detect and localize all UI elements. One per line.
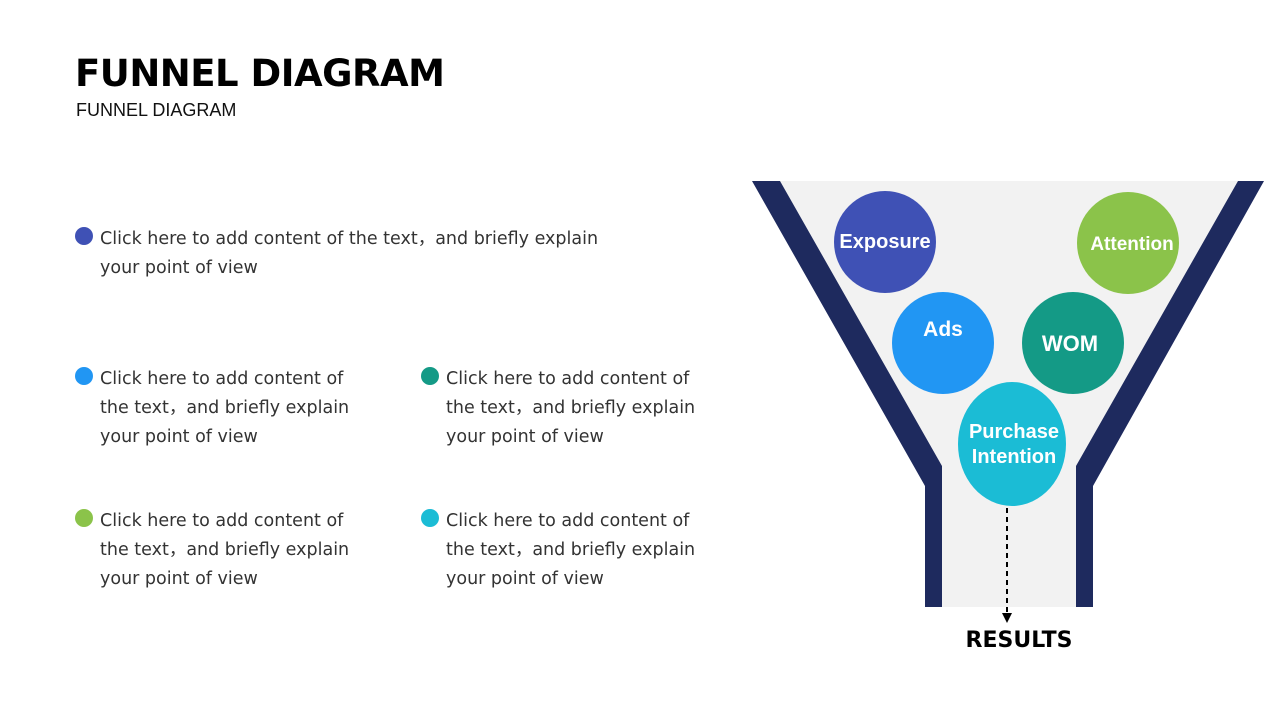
bubble-circle [892, 292, 994, 394]
bubble-label-line2: Intention [972, 446, 1056, 468]
bubble-label: Ads [923, 318, 963, 341]
bullet-text[interactable]: Click here to add content of the text，an… [446, 369, 696, 447]
bubble-circle [958, 382, 1066, 506]
bullet-dot [421, 509, 439, 527]
bubble-circle [1077, 192, 1179, 294]
bullet-text[interactable]: Click here to add content of the text，an… [446, 511, 696, 589]
bubble-ads: Ads [892, 292, 994, 394]
bubble-label: Attention [1090, 234, 1173, 255]
bullet-text[interactable]: Click here to add content of the text，an… [100, 511, 350, 589]
bubble-circle [834, 191, 936, 293]
bubble-wom: WOM [1022, 292, 1124, 394]
results-label: RESULTS [966, 628, 1073, 653]
bubble-circle [1022, 292, 1124, 394]
bullet-text[interactable]: Click here to add content of the text，an… [100, 369, 350, 447]
bubble-label: WOM [1042, 331, 1098, 356]
page-subtitle: FUNNEL DIAGRAM [76, 100, 237, 120]
page-title: FUNNEL DIAGRAM [75, 52, 445, 95]
bullet-dot [75, 367, 93, 385]
bullet-dot [421, 367, 439, 385]
bullet-text[interactable]: Click here to add content of the text，an… [100, 229, 599, 278]
bullet-dot [75, 227, 93, 245]
bullet-dot [75, 509, 93, 527]
bubble-exposure: Exposure [834, 191, 936, 293]
bubble-label: Exposure [839, 231, 930, 253]
bubble-purchase-intention: Purchase Intention [958, 382, 1066, 506]
bubble-attention: Attention [1077, 192, 1179, 294]
bubble-label-line1: Purchase [969, 421, 1059, 443]
